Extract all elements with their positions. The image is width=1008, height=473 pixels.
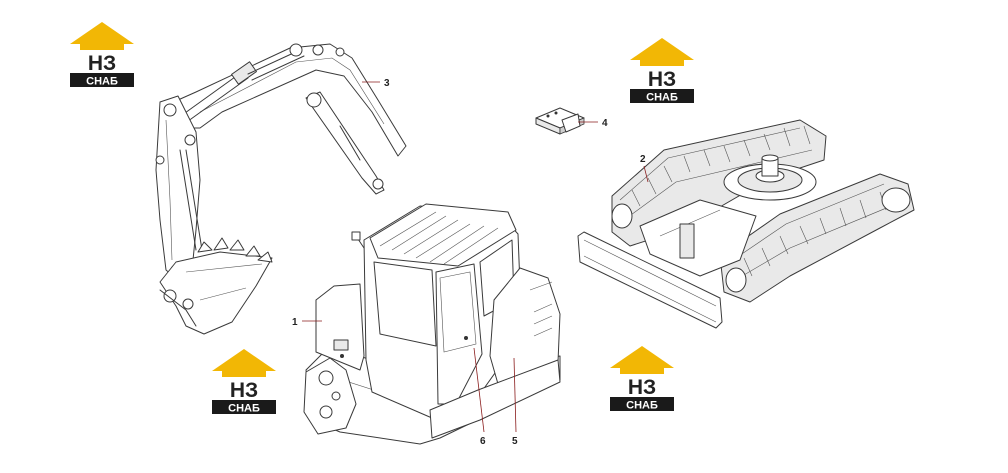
svg-text:НЗ: НЗ xyxy=(230,379,258,402)
svg-text:СНАБ: СНАБ xyxy=(86,76,118,88)
callout-2: 2 xyxy=(640,154,649,183)
svg-text:СНАБ: СНАБ xyxy=(228,403,260,415)
boom-arm-bucket-assembly xyxy=(155,43,407,335)
svg-text:СНАБ: СНАБ xyxy=(626,400,658,412)
watermark-logo-top-right: НЗ СНАБ xyxy=(630,38,694,104)
svg-text:4: 4 xyxy=(602,118,608,129)
svg-text:СНАБ: СНАБ xyxy=(646,92,678,104)
callout-3: 3 xyxy=(362,78,390,89)
undercarriage-track-frame xyxy=(577,119,915,329)
callout-1: 1 xyxy=(292,317,322,328)
callout-4: 4 xyxy=(578,118,608,129)
watermark-logo-bottom-right: НЗ СНАБ xyxy=(610,346,674,412)
svg-text:6: 6 xyxy=(480,436,486,447)
callout-6: 6 xyxy=(473,347,486,447)
callout-5: 5 xyxy=(512,357,518,447)
control-module xyxy=(535,107,585,135)
watermark-logo-top-left: НЗ СНАБ xyxy=(70,22,134,88)
svg-text:НЗ: НЗ xyxy=(648,68,676,91)
svg-text:НЗ: НЗ xyxy=(628,376,656,399)
svg-text:НЗ: НЗ xyxy=(88,52,116,75)
svg-text:2: 2 xyxy=(640,154,646,165)
upper-structure-cab xyxy=(303,203,561,445)
watermark-logo-bottom-left: НЗ СНАБ xyxy=(212,349,276,415)
svg-text:5: 5 xyxy=(512,436,518,447)
svg-text:1: 1 xyxy=(292,317,298,328)
svg-text:3: 3 xyxy=(384,78,390,89)
